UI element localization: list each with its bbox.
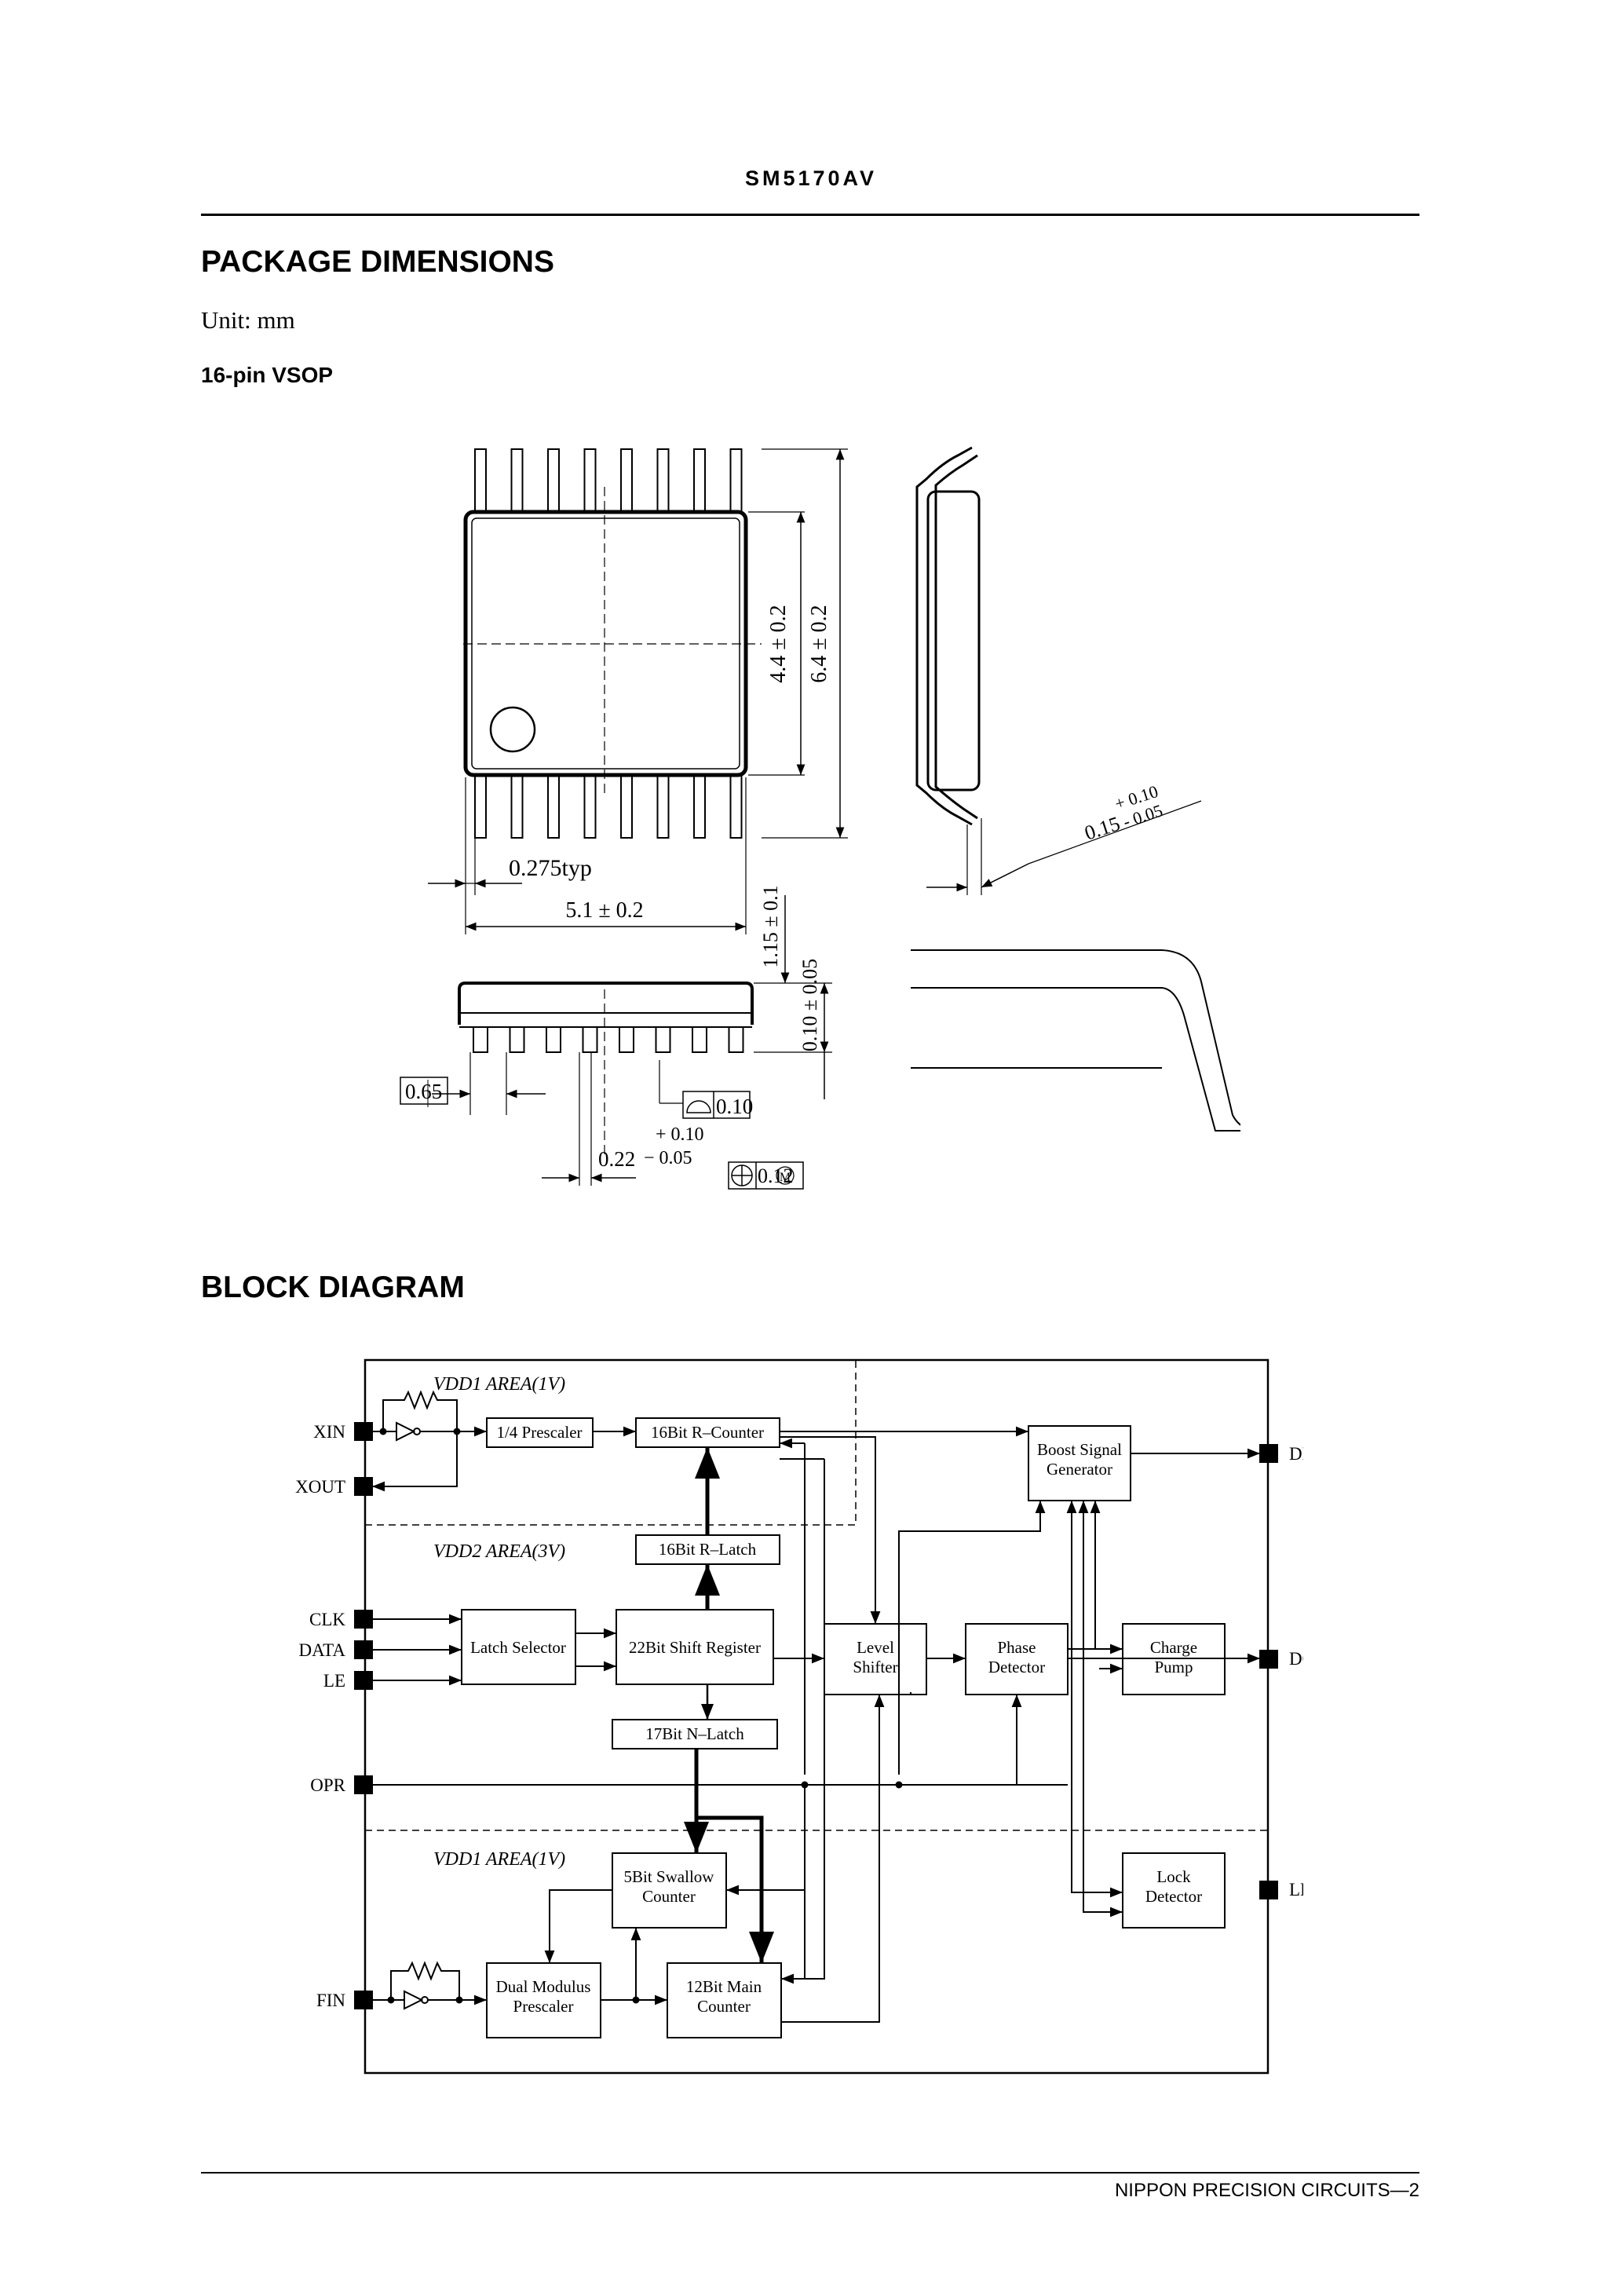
pin-fin: FIN [316,1991,345,2010]
area-vdd2: VDD2 AREA(3V) [433,1541,565,1562]
package-type-label: 16-pin VSOP [201,363,334,387]
lead-top [729,448,743,513]
block-phase-detector-l1: Phase [998,1638,1036,1657]
unit-label: Unit: mm [201,306,295,334]
pin-xin: XIN [313,1422,345,1442]
dim-body-length: 5.1 ± 0.2 [565,898,643,923]
lead-side [728,1026,744,1053]
block-level-shifter-l1: Level [857,1638,894,1657]
dim-lead-width-plus: + 0.10 [656,1124,704,1145]
lead-side [655,1026,671,1053]
pin-opr: OPR [310,1775,345,1795]
pin1-marker [489,706,536,753]
block-r-latch: 16Bit R–Latch [659,1540,757,1559]
block-level-shifter-l2: Shifter [853,1658,897,1676]
lead-bottom [547,774,560,839]
block-charge-pump-l2: Pump [1154,1658,1193,1676]
dim-position-mod: M [780,1171,791,1184]
lead-side [582,1026,598,1053]
lead-side [546,1026,561,1053]
block-prescaler-1-4: 1/4 Prescaler [496,1423,582,1442]
lead-side [619,1026,634,1053]
block-phase-detector-l2: Detector [988,1658,1045,1676]
pin-clk: CLK [309,1610,345,1629]
lead-bottom [693,774,706,839]
lead-bottom [656,774,670,839]
block-boost-l2: Generator [1047,1460,1112,1479]
block-n-latch: 17Bit N–Latch [645,1724,744,1743]
dim-lead-typ: 0.275typ [509,855,592,881]
footer-text: NIPPON PRECISION CIRCUITS—2 [1114,2180,1419,2201]
dim-total-width: 6.4 ± 0.2 [807,605,831,682]
pin-do: DO [1289,1649,1303,1669]
lead-top [693,448,706,513]
block-dual-modulus-l1: Dual Modulus [496,1977,591,1996]
lead-top [620,448,633,513]
block-main-counter-l2: Counter [697,1997,751,2016]
dim-standoff: 0.10 ± 0.05 [798,959,821,1051]
lead-top [656,448,670,513]
lead-bottom [729,774,743,839]
dim-lead-width-minus: − 0.05 [644,1148,692,1168]
lead-side [692,1026,707,1053]
block-dual-modulus-l2: Prescaler [513,1997,574,2016]
lead-top [547,448,560,513]
block-boost-l1: Boost Signal [1037,1440,1122,1459]
dim-coplanarity: 0.10 [716,1095,753,1118]
dim-position-tol: 0.12 [758,1164,794,1187]
package-drawing: 4.4 ± 0.2 6.4 ± 0.2 0.275typ 5.1 ± 0.2 1… [400,446,1240,1190]
part-number-header: SM5170AV [744,166,878,190]
block-swallow-l2: Counter [642,1887,696,1906]
dim-lead-thickness-nominal: 0.15 [1082,812,1123,845]
pin-le: LE [323,1671,345,1691]
lead-bottom [510,774,524,839]
lead-bottom [620,774,633,839]
block-swallow-l1: 5Bit Swallow [624,1867,715,1886]
lead-top [583,448,597,513]
lead-bottom [583,774,597,839]
dim-body-width: 4.4 ± 0.2 [766,605,791,682]
lead-top [474,448,487,513]
pin-data: DATA [299,1640,346,1660]
lead-bottom [474,774,487,839]
pin-xout: XOUT [295,1477,345,1497]
block-r-counter: 16Bit R–Counter [651,1423,764,1442]
block-diagram: VDD1 AREA(1V) VDD2 AREA(3V) VDD1 AREA(1V… [295,1358,1303,2075]
area-vdd1-top: VDD1 AREA(1V) [433,1374,565,1395]
dim-lead-width-nominal: 0.22 [598,1147,635,1171]
header-rule [201,214,1419,216]
package-dimensions-title: PACKAGE DIMENSIONS [201,245,554,279]
lead-top [510,448,524,513]
block-lock-detector-l1: Lock [1156,1867,1191,1886]
footer-rule [201,2172,1419,2174]
block-latch-selector: Latch Selector [470,1638,566,1657]
chip-boundary [363,1358,1269,2075]
lead-side [473,1026,488,1053]
block-shift-register: 22Bit Shift Register [629,1638,761,1657]
pin-db: DB [1289,1444,1303,1464]
block-main-counter-l1: 12Bit Main [686,1977,762,1996]
dim-height: 1.15 ± 0.1 [759,885,782,967]
lead-side [509,1026,525,1053]
pin-ld: LD [1289,1880,1303,1899]
dim-pitch: 0.65 [405,1080,442,1103]
area-vdd1-bottom: VDD1 AREA(1V) [433,1849,565,1870]
block-charge-pump-l1: Charge [1150,1638,1197,1657]
block-lock-detector-l2: Detector [1145,1887,1202,1906]
block-diagram-title: BLOCK DIAGRAM [201,1270,465,1304]
